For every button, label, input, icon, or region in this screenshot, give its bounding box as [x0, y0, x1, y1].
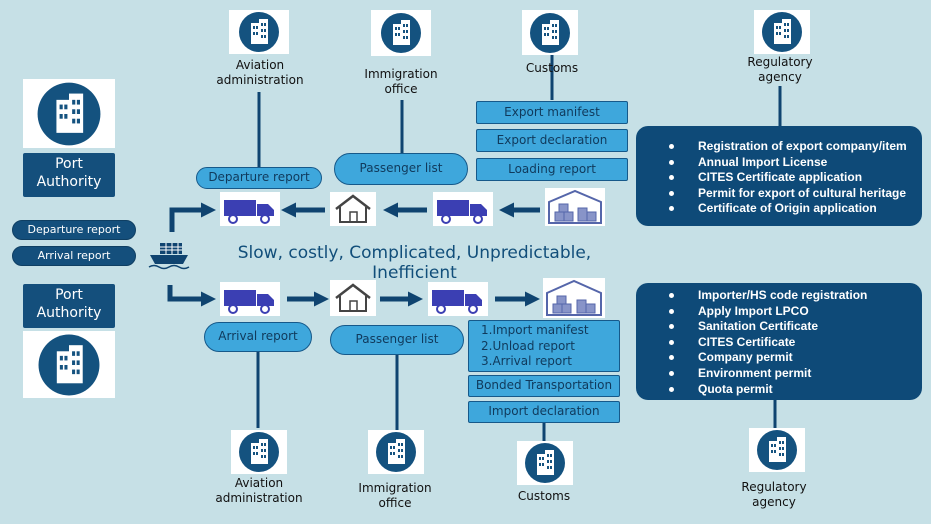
export-house-icon	[330, 192, 376, 226]
export-truck-2-icon	[433, 192, 493, 226]
port-authority-bottom-building-icon	[23, 331, 115, 398]
export-regulatory-item: Registration of export company/item	[636, 139, 922, 155]
export-manifest: Export manifest	[476, 101, 628, 124]
import-passenger-list: Passenger list	[330, 325, 464, 355]
import-regulatory-item: Sanitation Certificate	[636, 319, 922, 335]
import-manifest: 1.Import manifest	[481, 323, 589, 337]
customs-export-label: Customs	[525, 61, 579, 75]
import-regulatory-item: Environment permit	[636, 366, 922, 382]
export-regulatory-panel: Registration of export company/item Annu…	[636, 126, 922, 226]
export-regulatory-item: CITES Certificate application	[636, 170, 922, 186]
customs-import-building-icon	[517, 441, 573, 485]
export-regulatory-item: Certificate of Origin application	[636, 201, 922, 217]
immigration-export-building-icon	[371, 10, 431, 56]
import-arrival-report: Arrival report	[204, 322, 312, 352]
import-arrival-report-doc: 3.Arrival report	[481, 354, 572, 368]
export-loading-report: Loading report	[476, 158, 628, 181]
vertical-lines	[256, 52, 782, 442]
import-truck-1-icon	[220, 282, 280, 316]
customs-import-label: Customs	[517, 489, 571, 503]
export-declaration: Export declaration	[476, 129, 628, 152]
import-warehouse-icon	[543, 278, 605, 318]
regulatory-import-building-icon	[749, 428, 805, 472]
import-regulatory-item: Quota permit	[636, 382, 922, 398]
port-departure-report: Departure report	[12, 220, 136, 240]
import-regulatory-item: Apply Import LPCO	[636, 304, 922, 320]
export-truck-1-icon	[220, 192, 280, 226]
import-customs-reports: 1.Import manifest 2.Unload report 3.Arri…	[468, 320, 620, 372]
immigration-export-label: Immigration office	[364, 67, 438, 96]
port-authority-bottom-label: Port Authority	[23, 284, 115, 328]
bonded-transportation: Bonded Transportation	[468, 375, 620, 397]
export-warehouse-icon	[545, 188, 605, 226]
export-arrows	[169, 202, 540, 232]
immigration-import-label: Immigration office	[358, 481, 432, 510]
port-authority-top-building-icon	[23, 79, 115, 148]
export-regulatory-item: Annual Import License	[636, 155, 922, 171]
aviation-export-building-icon	[229, 10, 289, 54]
regulatory-export-building-icon	[754, 10, 810, 54]
ship-icon	[148, 243, 190, 270]
import-house-icon	[330, 280, 376, 316]
import-regulatory-item: Company permit	[636, 350, 922, 366]
import-regulatory-item: Importer/HS code registration	[636, 288, 922, 304]
customs-export-building-icon	[522, 10, 578, 55]
regulatory-export-label: Regulatory agency	[747, 55, 813, 84]
aviation-import-label: Aviation administration	[215, 476, 303, 505]
import-regulatory-panel: Importer/HS code registration Apply Impo…	[636, 283, 922, 400]
export-regulatory-item: Permit for export of cultural heritage	[636, 186, 922, 202]
regulatory-import-label: Regulatory agency	[741, 480, 807, 509]
export-passenger-list: Passenger list	[334, 153, 468, 185]
port-authority-top-label: Port Authority	[23, 153, 115, 197]
import-unload-report: 2.Unload report	[481, 338, 575, 353]
export-departure-report: Departure report	[196, 167, 322, 189]
import-regulatory-item: CITES Certificate	[636, 335, 922, 351]
diagram-title: Slow, costly, Complicated, Unpredictable…	[237, 243, 592, 283]
immigration-import-building-icon	[368, 430, 424, 474]
aviation-import-building-icon	[231, 430, 287, 474]
import-declaration: Import declaration	[468, 401, 620, 423]
aviation-export-label: Aviation administration	[216, 58, 304, 87]
port-arrival-report: Arrival report	[12, 246, 136, 266]
import-truck-2-icon	[428, 282, 488, 316]
import-arrows	[167, 285, 540, 307]
